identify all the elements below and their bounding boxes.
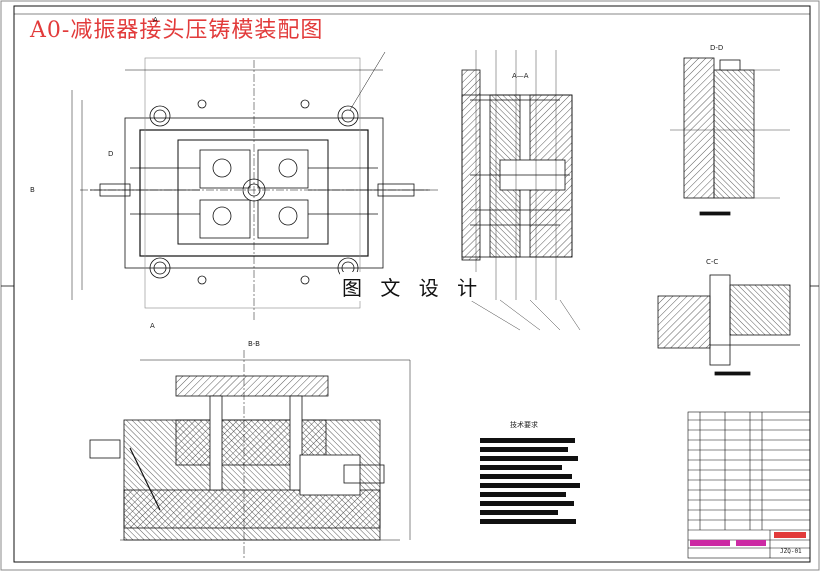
section-a-a-view [461, 50, 581, 331]
view-label-a-top: A [153, 16, 158, 24]
view-label-a-bottom: A [150, 322, 155, 330]
detail-d-d-view [670, 57, 790, 216]
drawing-code: JZQ-01 [780, 548, 802, 555]
inner-border [13, 5, 811, 563]
title-block [687, 411, 811, 559]
section-b-b-view [89, 350, 411, 560]
detail-c-c-view [657, 274, 800, 376]
watermark: 图 文 设 计 [340, 272, 486, 301]
view-label-b-b: B-B [248, 340, 260, 348]
view-label-b: B [30, 186, 35, 194]
drawing-title: A0-减振器接头压铸模装配图 [30, 18, 324, 43]
plan-view [71, 51, 440, 320]
view-label-a-a: A—A [512, 72, 529, 80]
tech-requirements-text [480, 438, 580, 524]
tech-requirements-title: 技术要求 [510, 421, 538, 429]
view-label-c-c: C-C [706, 258, 719, 266]
view-label-d-d: D-D [710, 44, 724, 52]
view-label-d: D [108, 150, 114, 158]
